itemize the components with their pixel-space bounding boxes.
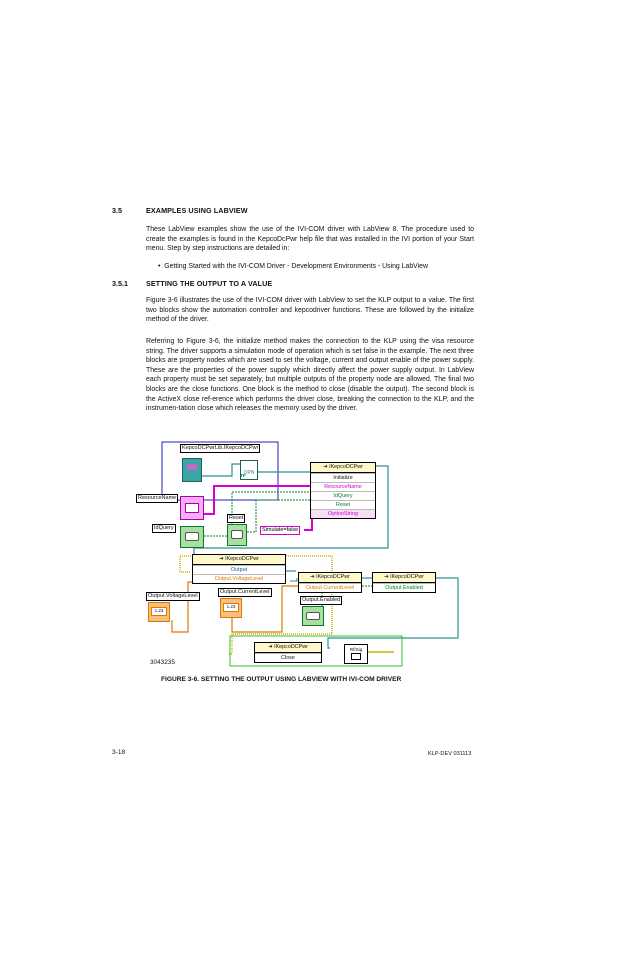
figure-caption: FIGURE 3-6. SETTING THE OUTPUT USING LAB…	[161, 676, 402, 683]
idquery-control[interactable]	[180, 526, 204, 548]
param-option-string: OptionString	[311, 509, 375, 518]
prop1-class: ➜ IKepcoDCPwr	[193, 555, 285, 565]
enabled-control[interactable]	[302, 606, 324, 626]
footer-page-number: 3-18	[112, 749, 126, 756]
param-reset: Reset	[311, 500, 375, 509]
current-control[interactable]: 1.23	[220, 598, 242, 618]
prop2-class: ➜ IKepcoDCPwr	[299, 573, 361, 583]
initialize-node-class: ➜ IKepcoDCPwr	[311, 463, 375, 473]
footer-doc-id: KLP-DEV 031113	[428, 751, 472, 757]
tf-badge: TF	[240, 474, 246, 479]
property-node-voltage: ➜ IKepcoDCPwr Output Output.VoltageLevel	[192, 554, 286, 584]
voltage-value: 1.23	[151, 607, 167, 616]
intro-paragraph: These LabView examples show the use of t…	[146, 226, 474, 253]
prop3-enabled: Output.Enabled	[373, 583, 435, 592]
voltage-control[interactable]: 1.23	[148, 602, 170, 622]
prop2-class-text: IKepcoDCPwr	[316, 574, 350, 580]
property-node-enabled: ➜ IKepcoDCPwr Output.Enabled	[372, 572, 436, 593]
error-label: Rf/Sig	[349, 647, 363, 652]
bullet-item: • Getting Started with the IVI-COM Drive…	[158, 263, 428, 270]
subsection-title: SETTING THE OUTPUT TO A VALUE	[146, 279, 273, 288]
automation-open-icon: OPN	[240, 460, 258, 480]
prop1-class-text: IKepcoDCPwr	[225, 556, 259, 562]
voltage-label: Output.VoltageLevel	[146, 592, 200, 601]
section-title: EXAMPLES USING LABVIEW	[146, 206, 248, 215]
close-class-text: IKepcoDCPwr	[274, 644, 308, 650]
close-node-class: ➜ IKepcoDCPwr	[255, 643, 321, 653]
prop3-class: ➜ IKepcoDCPwr	[373, 573, 435, 583]
section-number: 3.5	[112, 206, 122, 215]
close-node: ➜ IKepcoDCPwr Close	[254, 642, 322, 663]
reset-label: Reset	[227, 514, 246, 523]
paragraph-2: Referring to Figure 3-6, the initialize …	[146, 338, 474, 413]
automation-refnum-icon	[182, 458, 202, 482]
resource-name-control[interactable]	[180, 496, 204, 520]
initialize-node: ➜ IKepcoDCPwr Initialize ResourceName Id…	[310, 462, 376, 519]
option-string-constant: Simulate=false	[260, 526, 301, 535]
property-node-current: ➜ IKepcoDCPwr Output.CurrentLevel	[298, 572, 362, 593]
idquery-label: IdQuery	[152, 524, 176, 533]
initialize-method: Initialize	[311, 473, 375, 482]
close-reference-icon: Rf/Sig	[344, 644, 368, 664]
reset-control[interactable]	[227, 524, 247, 546]
paragraph-1: Figure 3-6 illustrates the use of the IV…	[146, 297, 474, 324]
resource-name-label: ResourceName	[136, 494, 179, 503]
init-class-text: IKepcoDCPwr	[329, 464, 363, 470]
subsection-number: 3.5.1	[112, 279, 128, 288]
param-idquery: IdQuery	[311, 491, 375, 500]
drawing-id: 3043235	[150, 659, 175, 666]
bullet-dot: •	[158, 263, 165, 270]
prop3-class-text: IKepcoDCPwr	[390, 574, 424, 580]
current-value: 1.23	[223, 603, 239, 612]
prop1-output: Output	[193, 565, 285, 574]
bullet-text: Getting Started with the IVI-COM Driver …	[164, 263, 428, 270]
prop2-current-level: Output.CurrentLevel	[299, 583, 361, 592]
labview-block-diagram: KepcoDCPwrLib.IKepcoDCPwr OPN ResourceNa…	[132, 436, 472, 676]
current-label: Output.CurrentLevel	[218, 588, 272, 597]
close-method: Close	[255, 653, 321, 662]
refnum-label: KepcoDCPwrLib.IKepcoDCPwr	[180, 444, 261, 453]
param-resource-name: ResourceName	[311, 482, 375, 491]
prop1-voltage-level: Output.VoltageLevel	[193, 574, 285, 583]
enabled-label: Output.Enabled	[300, 596, 343, 605]
